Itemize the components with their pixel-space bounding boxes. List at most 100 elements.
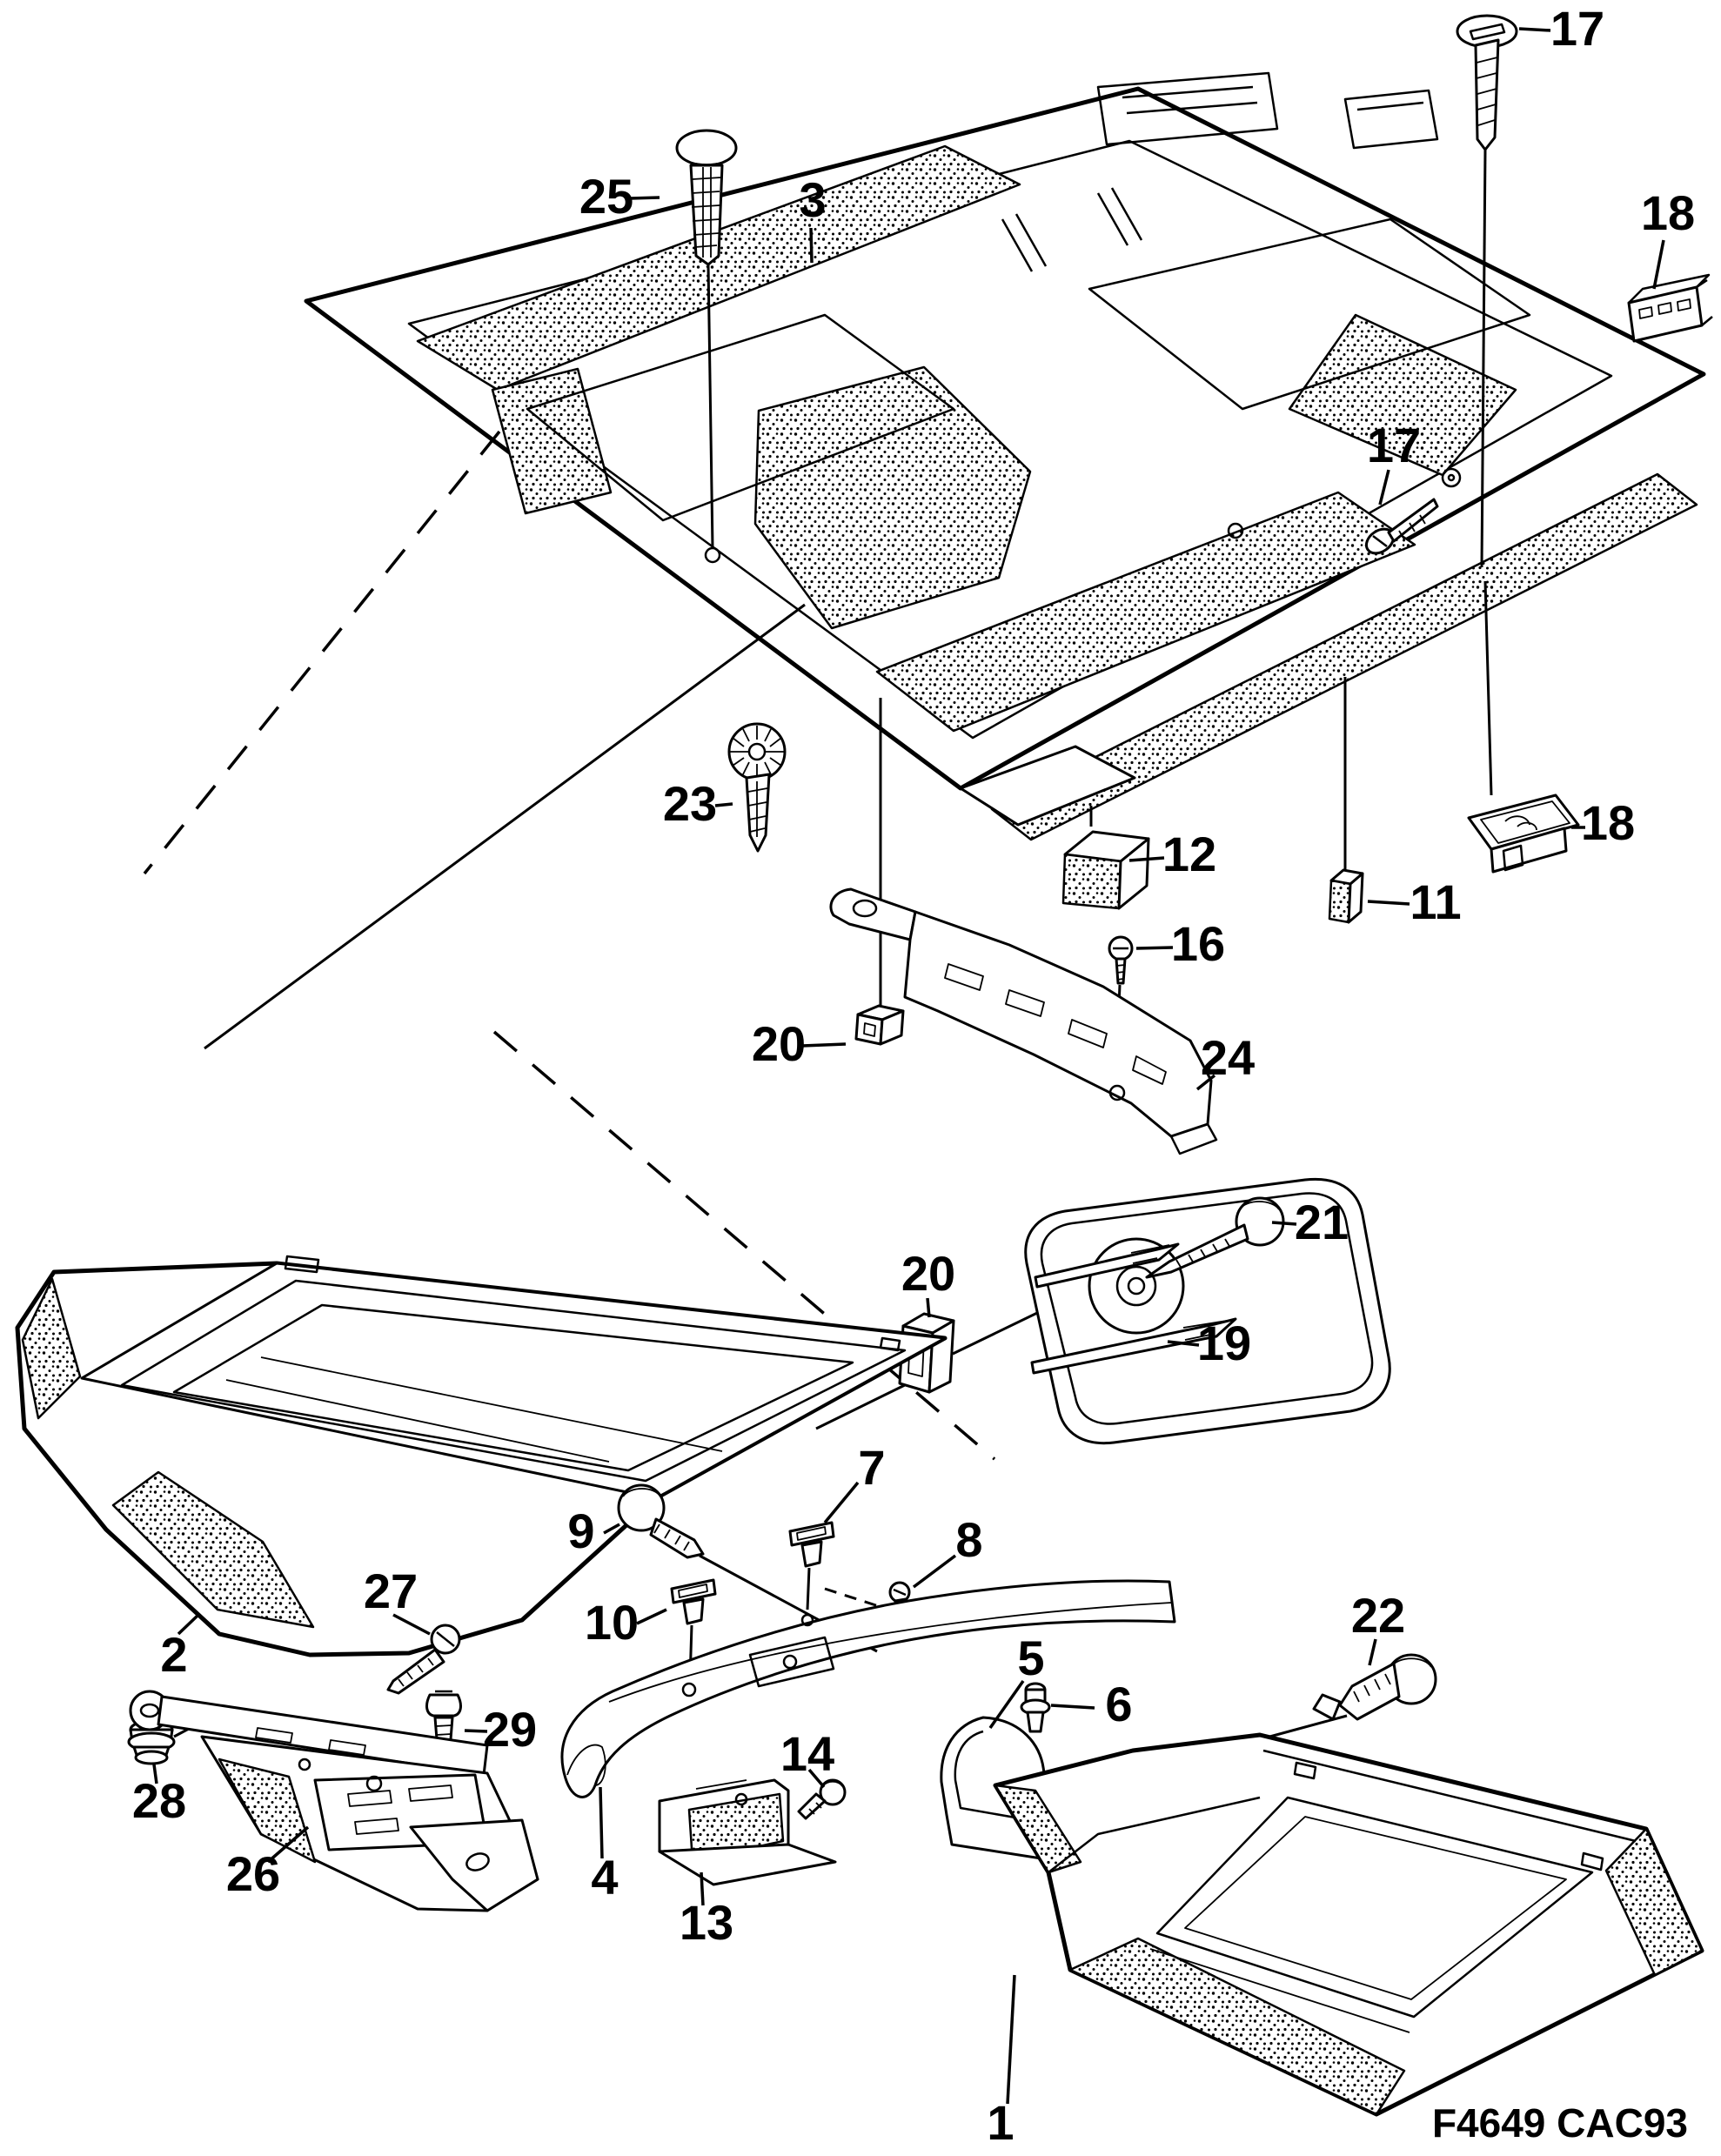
callout-6[interactable]: 6 [1105,1677,1132,1731]
pan-hole [1441,467,1462,488]
part-4-sill-trim [560,1579,1176,1798]
pan-top-bracket-right [1343,89,1439,150]
carpet-tunnel [753,365,1032,630]
tray1-right-face [1604,1827,1704,1977]
callout-22[interactable]: 22 [1351,1588,1405,1643]
callout-20-top[interactable]: 20 [752,1016,806,1071]
dash-to-screw-8 [824,1587,890,1611]
callout-14[interactable]: 14 [780,1726,834,1781]
seat-floor-left [526,313,955,522]
part-26-bracket [129,1690,539,1912]
tray1-front-face [1068,1937,1406,2116]
callout-3[interactable]: 3 [799,172,826,227]
callout-1[interactable]: 1 [987,2095,1014,2150]
part-16-screw [1108,935,1134,985]
part-11-foam-block [1328,868,1364,924]
callout-4[interactable]: 4 [591,1850,618,1905]
part-23-carpet-screw [727,722,787,853]
leader-17-top [1480,149,1487,568]
part-24-bracket-plate [829,887,1218,1155]
callout-leader-2 [177,1613,200,1636]
callout-21[interactable]: 21 [1295,1195,1349,1249]
tray2-front-face [111,1470,315,1629]
callout-leader-11 [1367,900,1410,906]
tray1-wing-face [994,1784,1082,1874]
leader-7 [806,1567,811,1610]
part-18-clip-mid [1467,793,1580,874]
pin [1034,1242,1180,1289]
callout-8[interactable]: 8 [955,1512,982,1567]
part-22-expansion-rivet [1312,1653,1437,1721]
callout-leader-5 [988,1679,1025,1730]
seat-mount-ribs [1001,187,1143,272]
callout-16[interactable]: 16 [1171,916,1225,971]
callout-layer: 1234567891011121314161717181819202021222… [132,1,1695,2150]
callout-leader-22 [1368,1638,1377,1666]
callout-leader-19 [1167,1340,1200,1347]
callout-leader-9 [603,1523,620,1535]
callout-9[interactable]: 9 [567,1503,594,1558]
callout-18-mid[interactable]: 18 [1581,795,1635,850]
callout-17-top[interactable]: 17 [1550,1,1604,56]
callout-leader-1 [1006,1974,1016,2105]
callout-29[interactable]: 29 [483,1702,537,1757]
callout-leader-20-mid [926,1297,931,1318]
part-20-clip-top [854,1004,905,1046]
callout-18-top[interactable]: 18 [1641,185,1695,240]
pan-top-bracket-left [1096,71,1279,146]
floor-pan-assembly [304,71,1706,841]
callout-leader-3 [809,227,814,264]
part-2-carpet-tray [15,1255,948,1657]
part-14-screw [797,1778,847,1820]
callout-25[interactable]: 25 [579,169,633,224]
callout-27[interactable]: 27 [364,1563,418,1618]
part-10-plug-fastener [670,1578,717,1625]
part-9-expansion-rivet [617,1483,705,1559]
callout-28[interactable]: 28 [132,1773,186,1828]
callout-leader-14 [807,1768,826,1789]
part-1-carpet-tray [993,1732,1704,2117]
callout-leader-28 [152,1764,158,1784]
callout-leader-13 [700,1871,705,1906]
callout-23[interactable]: 23 [663,776,717,831]
callout-24[interactable]: 24 [1201,1030,1255,1085]
pin [1030,1317,1237,1375]
callout-2[interactable]: 2 [160,1627,187,1682]
leader-25 [706,264,714,549]
figure-code: F4649 CAC93 [1432,2100,1688,2146]
callout-20-mid[interactable]: 20 [901,1246,955,1301]
callout-leader-18-top [1652,239,1665,290]
pan-hole-center [1447,473,1456,482]
callout-26[interactable]: 26 [226,1846,280,1901]
callout-12[interactable]: 12 [1162,827,1216,881]
leader-20-mid-b [815,1380,913,1430]
callout-19[interactable]: 19 [1197,1316,1251,1370]
callout-leader-12 [1128,856,1165,862]
part-28-grommet [127,1719,176,1765]
callout-11[interactable]: 11 [1410,874,1461,929]
callout-13[interactable]: 13 [680,1895,733,1950]
callout-17-mid[interactable]: 17 [1367,418,1421,472]
leader-18-mid [1483,580,1493,796]
callout-10[interactable]: 10 [585,1595,639,1650]
part-6-stud [1020,1682,1051,1733]
pan-hole [1227,522,1244,539]
tray2-left-face [21,1277,82,1420]
carpet-band-top [416,144,1021,392]
callout-7[interactable]: 7 [858,1440,885,1495]
part-21-push-pin [1145,1196,1285,1279]
callout-5[interactable]: 5 [1017,1630,1044,1685]
callout-leader-6 [1050,1704,1095,1710]
part-19-cover-plate [1024,1177,1391,1445]
callout-leader-17-top [1518,27,1551,32]
part-7-plug-fastener [788,1521,835,1568]
pan-bottom-rail [959,745,1136,827]
part-13-bracket [658,1778,837,1886]
callout-leader-26 [266,1825,310,1864]
part-17-screw-mid [1364,498,1439,555]
part-17-screw-top [1456,14,1518,151]
seat-floor-right [1088,218,1531,411]
part-18-clip-top [1627,273,1713,343]
